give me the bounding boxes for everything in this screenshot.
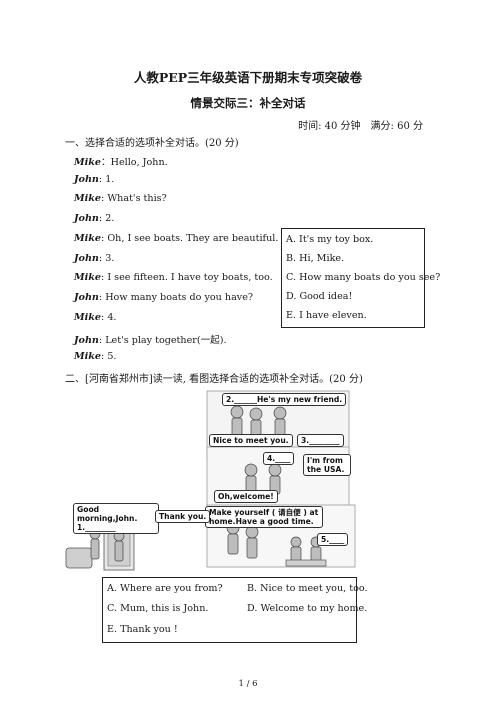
part2-options-box: A. Where are you from? B. Nice to meet y… — [102, 577, 368, 643]
dialogue-line: Mike: Oh, I see boats. They are beautifu… — [74, 233, 279, 244]
option-item: C. How many boats do you see? — [286, 272, 441, 283]
document-title: 人教PEP三年级英语下册期末专项突破卷 — [133, 70, 363, 85]
dialogue-line: Mike: 5. — [74, 351, 117, 362]
speech-bubble: Thank you. — [155, 510, 211, 523]
speech-bubble: 5.____ — [317, 533, 349, 546]
option-item: D. Welcome to my home. — [247, 603, 368, 614]
speech-bubble: Good morning,John. 1.________ — [73, 503, 159, 534]
option-item: C. Mum, this is John. — [107, 603, 209, 614]
dialogue-line: John: Let's play together(一起). — [74, 335, 227, 346]
speech-bubble: 4.____ — [263, 452, 295, 465]
part1-options-box: A. It's my toy box. B. Hi, Mike. C. How … — [281, 228, 440, 328]
exam-meta: 时间: 40 分钟 满分: 60 分 — [298, 121, 423, 132]
dialogue-line: Mike: 4. — [74, 312, 117, 323]
speech-bubble: Make yourself ( 请自便 ) at home.Have a goo… — [205, 506, 323, 528]
option-item: B. Hi, Mike. — [286, 253, 345, 264]
speech-bubble: 2.______He's my new friend. — [222, 393, 347, 406]
dialogue-line: John: 2. — [74, 213, 115, 224]
option-item: A. Where are you from? — [107, 583, 223, 594]
dialogue-line: Mike: What's this? — [74, 193, 167, 204]
option-item: B. Nice to meet you, too. — [247, 583, 368, 594]
option-item: A. It's my toy box. — [286, 234, 374, 245]
dialogue-line: John: How many boats do you have? — [74, 292, 254, 303]
sofa-drawing — [65, 547, 93, 569]
speech-bubble: Nice to meet you. — [209, 434, 293, 447]
page-number: 1 / 6 — [238, 679, 258, 689]
document-subtitle: 情景交际三：补全对话 — [190, 96, 306, 110]
option-item: D. Good idea! — [286, 291, 353, 302]
part2-heading: 二、[河南省郑州市]读一读, 看图选择合适的选项补全对话。(20 分) — [65, 374, 363, 385]
dialogue-line: John: 3. — [74, 253, 115, 264]
part1-heading: 一、选择合适的选项补全对话。(20 分) — [65, 138, 239, 149]
dialogue-line: Mike：Hello, John. — [74, 157, 168, 168]
speech-bubble: I'm from the USA. — [303, 454, 351, 476]
dialogue-line: Mike: I see fifteen. I have toy boats, t… — [74, 272, 273, 283]
option-item: E. I have eleven. — [286, 310, 367, 321]
speech-bubble: 3.________ — [297, 434, 344, 447]
table-drawing — [285, 559, 327, 567]
option-item: E. Thank you ! — [107, 624, 178, 635]
speech-bubble: Oh,welcome! — [214, 490, 278, 503]
dialogue-line: John: 1. — [74, 174, 115, 185]
